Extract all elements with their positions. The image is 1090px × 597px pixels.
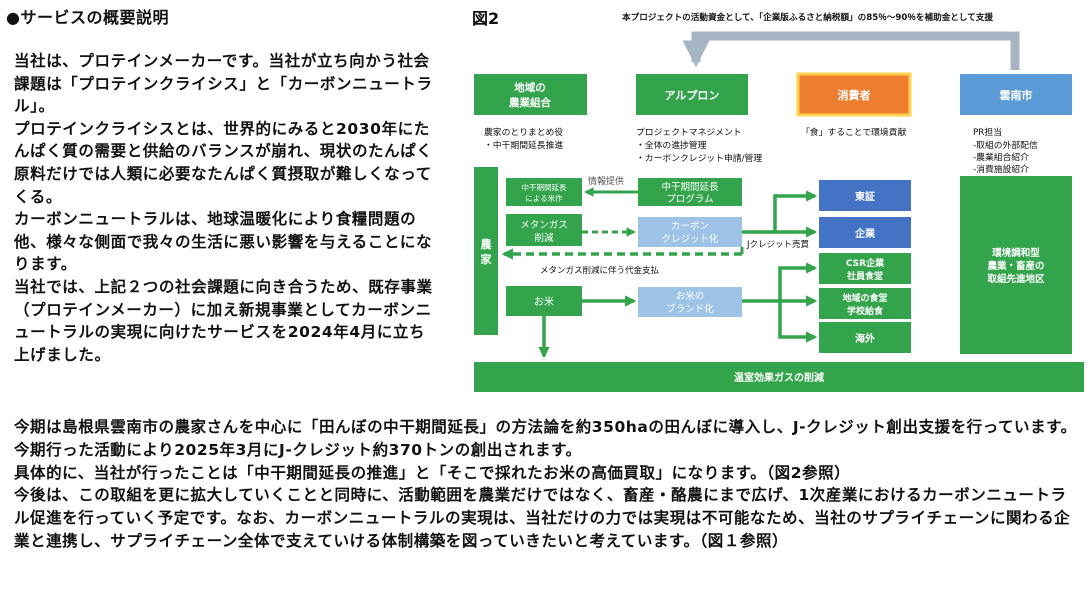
detail-paragraph-3: 今後は、この取組を更に拡大していくことと同時に、活動範囲を農業だけではなく、畜産…: [14, 486, 1071, 550]
ghg-reduction-bar: [474, 362, 1084, 392]
unnan-desc-2: -取組の外部配信: [973, 139, 1038, 151]
detail-paragraph-1: 今期は島根県雲南市の農家さんを中心に「田んぼの中干期間延長」の方法論を約350h…: [14, 418, 1077, 459]
csr-box: [819, 253, 911, 284]
consumer-desc: 「食」することで環境貢献: [801, 126, 907, 138]
consumer-box: [796, 72, 912, 117]
tosho-box: [819, 180, 911, 211]
alpron-desc-3: ・カーボンクレジット申請/管理: [636, 152, 762, 164]
detail-paragraph-2: 具体的に、当社が行ったことは「中干期間延長の推進」と「そこで採れたお米の高価買取…: [14, 463, 851, 482]
kigyo-label: 企業: [854, 227, 876, 240]
bullet-icon: ●: [6, 8, 21, 27]
nokyo-desc-2: ・中干期間延長推進: [484, 139, 563, 151]
info-source-box: [506, 178, 582, 206]
brand-label-1: お米の: [676, 290, 705, 302]
unnan-label: 雲南市: [1000, 88, 1033, 102]
model-district-label-2: 農業・畜産の: [987, 260, 1044, 272]
farmer-box: [474, 167, 498, 335]
intro-paragraph-3: カーボンニュートラルは、地球温暖化により食糧問題の他、様々な側面で我々の生活に悪…: [14, 210, 433, 274]
alpron-label: アルプロン: [665, 88, 720, 102]
rice-box: [506, 286, 582, 316]
alpron-desc-2: ・全体の進捗管理: [636, 139, 707, 151]
unnan-desc-4: -消費施設紹介: [973, 163, 1029, 175]
tosho-label: 東証: [855, 190, 875, 203]
rice-label: お米: [534, 295, 554, 308]
intro-paragraph-2: プロテインクライシスとは、世界的にみると2030年にたんぱく質の需要と供給のバラ…: [14, 119, 433, 206]
program-label-2: プログラム: [666, 193, 713, 205]
figure-label: 図2: [472, 9, 499, 28]
methane-box: [506, 214, 582, 246]
local-dining-label-2: 学校給食: [847, 305, 884, 317]
brand-to-csr-arrow: [742, 262, 818, 303]
figure-2: 図2 本プロジェクトの活動資金として、「企業版ふるさと納税額」の85％～90％を…: [470, 0, 1090, 400]
model-district-label-1: 環境調和型: [992, 247, 1040, 259]
credit-label-2: クレジット化: [661, 233, 719, 245]
detail-text: 今期は島根県雲南市の農家さんを中心に「田んぼの中干期間延長」の方法論を約350h…: [14, 416, 1082, 553]
intro-paragraph-4: 当社では、上記２つの社会課題に向き合うため、既存事業（プロテインメーカー）に加え…: [14, 277, 433, 364]
kigyo-box: [819, 217, 911, 248]
nokyo-desc-1: 農家のとりまとめ役: [484, 126, 563, 138]
figure-2-diagram: 図2 本プロジェクトの活動資金として、「企業版ふるさと納税額」の85％～90％を…: [472, 9, 1084, 392]
nokyo-box: [474, 74, 587, 115]
farmer-label-2: 家: [481, 252, 493, 266]
credit-to-tosho-arrow: [742, 190, 818, 234]
credit-box: [638, 217, 742, 247]
methane-label-2: 削減: [534, 232, 554, 244]
section-title-text: サービスの概要説明: [20, 8, 169, 27]
csr-label-2: 社員食堂: [846, 270, 883, 282]
overseas-label: 海外: [855, 332, 875, 345]
overseas-box: [819, 322, 911, 353]
alpron-desc-1: プロジェクトマネジメント: [636, 127, 742, 138]
unnan-desc-3: -農業組合紹介: [973, 151, 1029, 163]
local-dining-label-1: 地域の食堂: [842, 292, 887, 304]
ghg-reduction-label: 温室効果ガスの削減: [734, 371, 824, 384]
nokyo-label-2: 農業組合: [509, 96, 551, 109]
info-source-label-2: による米作: [525, 193, 563, 203]
model-district-label-3: 取組先進地区: [987, 273, 1045, 285]
funding-note: 本プロジェクトの活動資金として、「企業版ふるさと納税額」の85％～90％を補助金…: [622, 11, 993, 23]
consumer-label: 消費者: [838, 88, 871, 102]
program-box: [638, 178, 742, 206]
payment-arrow-label: メタンガス削減に伴う代金支払: [540, 265, 660, 276]
funding-arrow: [682, 31, 1020, 70]
csr-label-1: CSR企業: [846, 257, 885, 269]
info-source-label-1: 中干期間延長: [522, 182, 567, 192]
farmer-label-1: 農: [481, 237, 493, 251]
unnan-box: [960, 74, 1072, 115]
section-title: ●サービスの概要説明: [6, 4, 169, 28]
brand-to-overseas-arrow: [778, 301, 818, 343]
credit-label-1: カーボン: [671, 221, 709, 232]
local-dining-box: [819, 288, 911, 319]
model-district-box: [960, 176, 1072, 354]
program-label-1: 中干期間延長: [661, 181, 719, 193]
alpron-box: [636, 74, 748, 115]
intro-text: 当社は、プロテインメーカーです。当社が立ち向かう社会課題は「プロテインクライシス…: [14, 50, 434, 366]
methane-label-1: メタンガス: [520, 220, 568, 231]
jcredit-arrow-label: Jクレジット売買: [746, 239, 810, 250]
unnan-desc-1: PR担当: [973, 126, 1002, 138]
brand-label-2: ブランド化: [666, 303, 714, 315]
info-arrow-label: 情報提供: [588, 175, 624, 187]
intro-paragraph-1: 当社は、プロテインメーカーです。当社が立ち向かう社会課題は「プロテインクライシス…: [14, 52, 433, 116]
brand-box: [638, 287, 742, 317]
nokyo-label-1: 地域の: [514, 81, 546, 94]
